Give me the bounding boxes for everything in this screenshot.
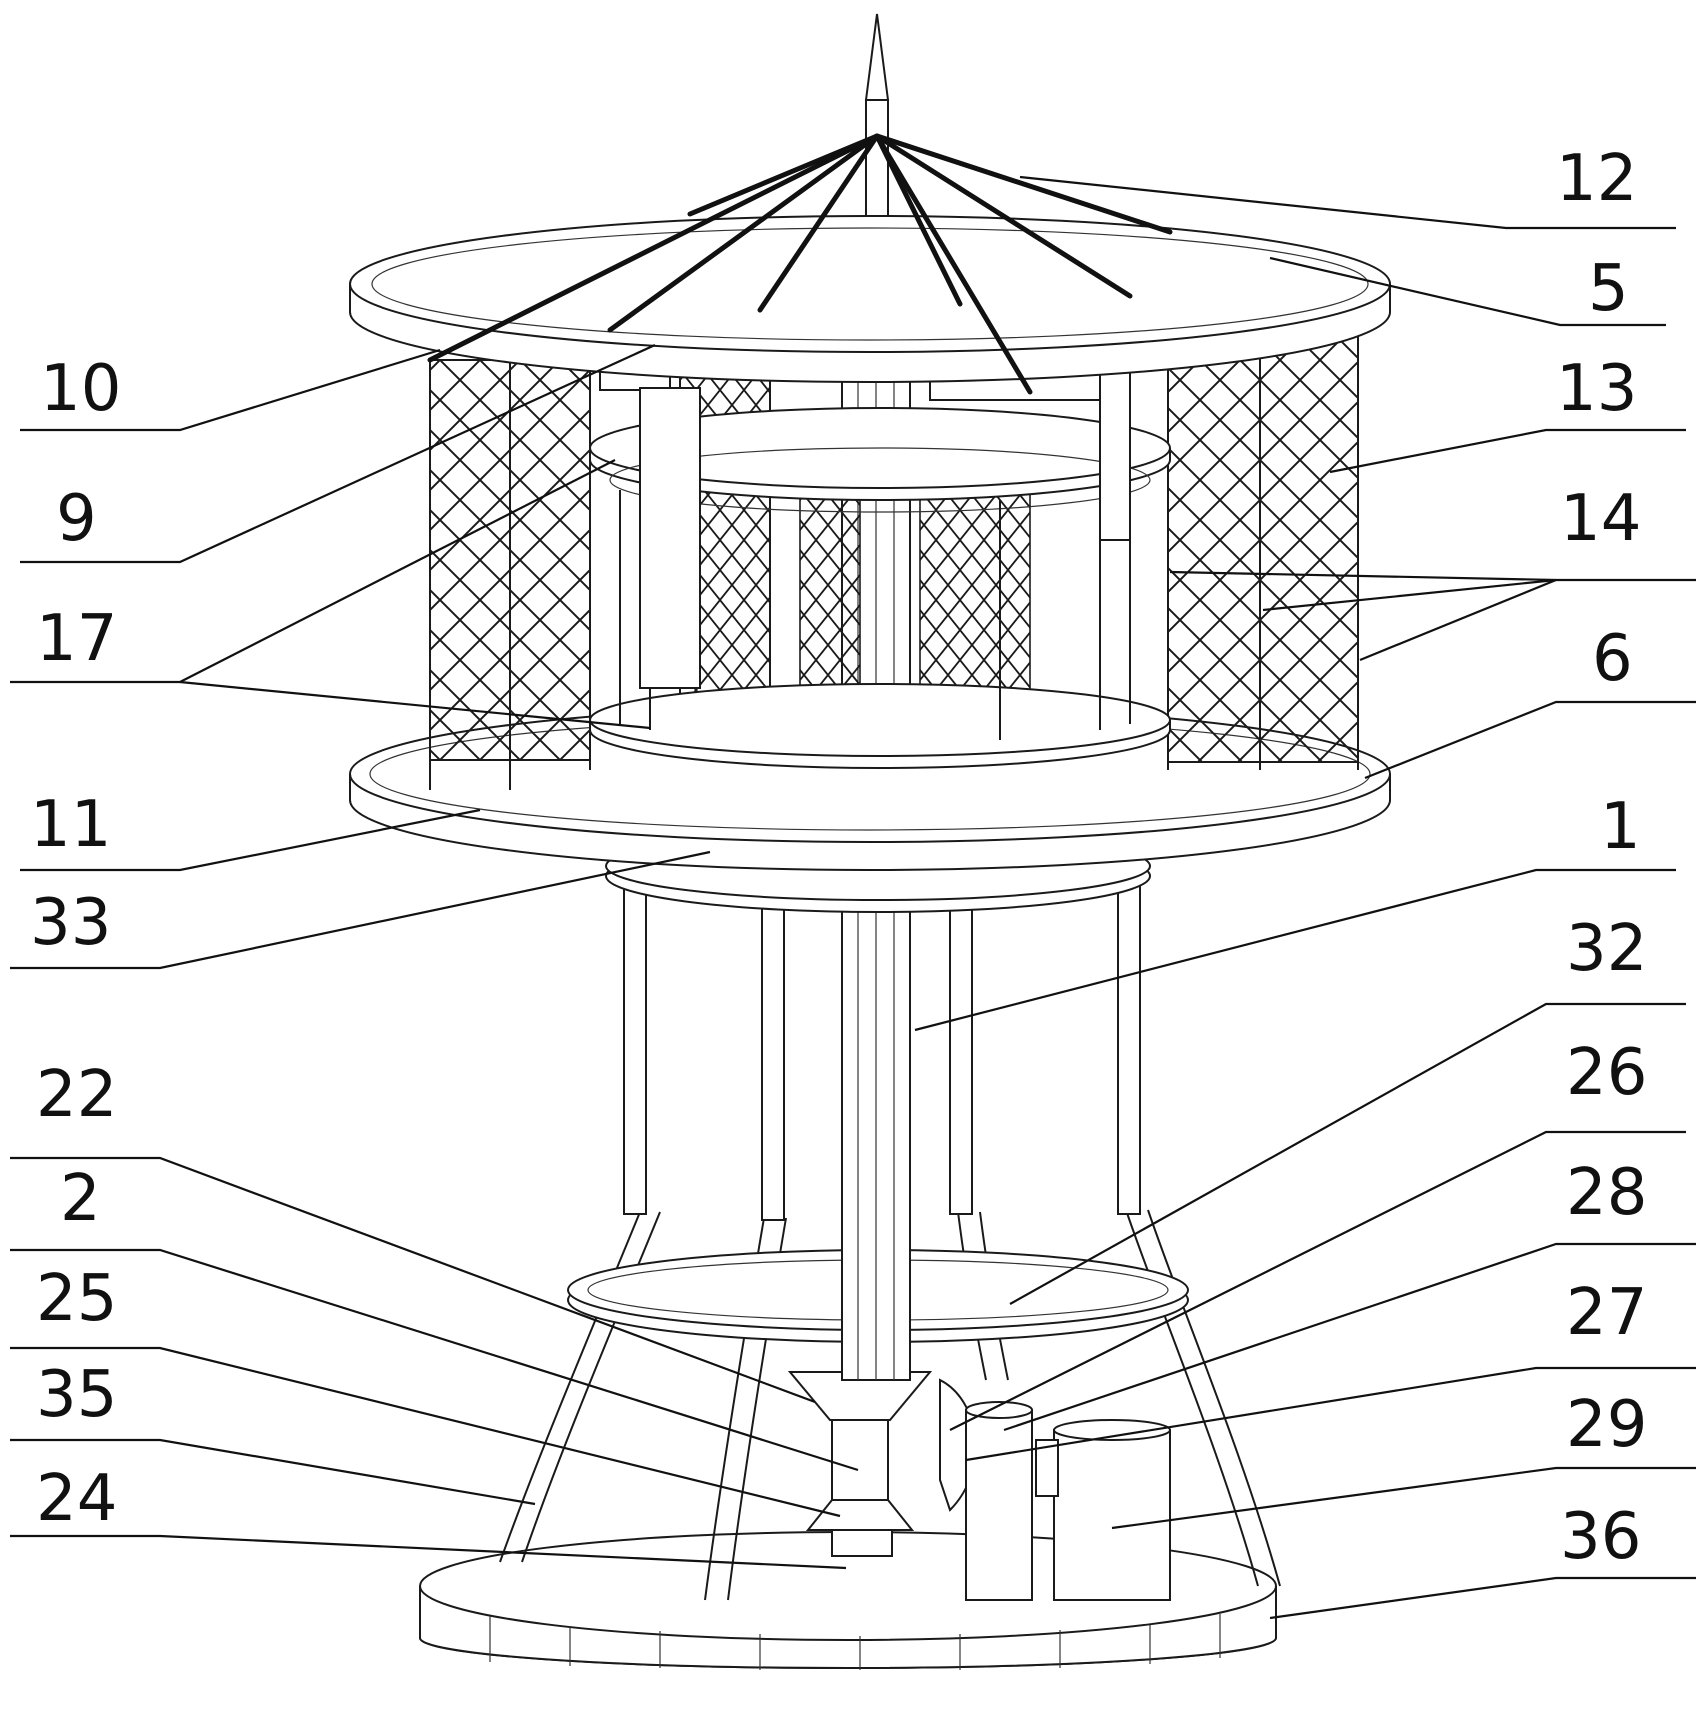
label-24: 24 [36, 1462, 117, 1536]
label-27: 27 [1566, 1276, 1647, 1350]
leader-lines [10, 175, 1696, 1620]
label-11: 11 [30, 788, 111, 862]
label-29: 29 [1566, 1388, 1647, 1462]
label-6: 6 [1592, 622, 1633, 696]
label-36: 36 [1560, 1500, 1641, 1574]
label-32: 32 [1566, 912, 1647, 986]
label-5: 5 [1588, 252, 1629, 326]
label-26: 26 [1566, 1036, 1647, 1110]
drive-assembly [787, 1371, 1171, 1601]
label-33: 33 [30, 886, 111, 960]
top-ring [349, 215, 1391, 383]
label-22: 22 [36, 1058, 117, 1132]
inner-drum [589, 407, 1171, 769]
label-35: 35 [36, 1358, 117, 1432]
label-28: 28 [1566, 1156, 1647, 1230]
label-25: 25 [36, 1262, 117, 1336]
label-1: 1 [1600, 790, 1641, 864]
label-2: 2 [60, 1162, 101, 1236]
reference-numerals: 12 5 10 13 9 14 17 6 11 1 33 32 22 26 2 … [30, 142, 1647, 1574]
label-10: 10 [40, 352, 121, 426]
label-14: 14 [1560, 482, 1641, 556]
label-13: 13 [1556, 352, 1637, 426]
label-17: 17 [36, 602, 117, 676]
guy-wires [427, 133, 1173, 395]
label-9: 9 [56, 482, 97, 556]
label-12: 12 [1556, 142, 1637, 216]
